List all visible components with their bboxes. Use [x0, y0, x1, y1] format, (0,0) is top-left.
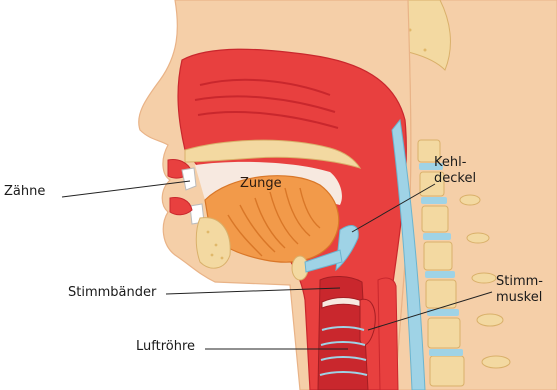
- label-epiglottis: Kehl- deckel: [434, 155, 476, 187]
- label-vocal-cords: Stimmbänder: [68, 285, 156, 301]
- label-tongue: Zunge: [240, 176, 282, 192]
- label-trachea: Luftröhre: [136, 339, 195, 355]
- label-teeth: Zähne: [4, 184, 45, 200]
- label-vocal-muscle: Stimm- muskel: [496, 274, 543, 306]
- esophagus: [378, 278, 398, 390]
